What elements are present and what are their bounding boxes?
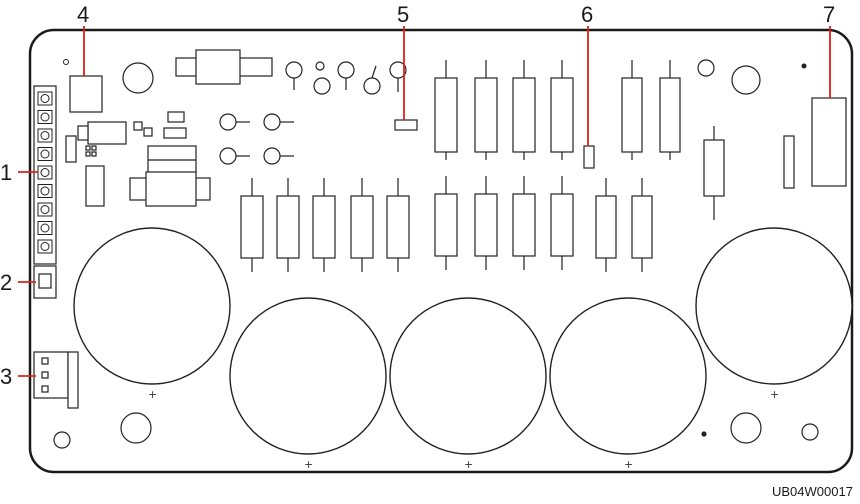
component-5 bbox=[394, 119, 418, 131]
polarity-mark-1: + bbox=[148, 388, 157, 401]
figure-code: UB04W00017 bbox=[772, 484, 853, 499]
component-7-aux bbox=[783, 135, 795, 189]
callout-1: 1 bbox=[0, 160, 12, 185]
capacitor-4 bbox=[549, 297, 707, 455]
connector-3 bbox=[33, 351, 79, 409]
upright-component bbox=[276, 178, 300, 272]
upright-component bbox=[434, 176, 458, 270]
callout-5: 5 bbox=[397, 2, 409, 27]
component-6 bbox=[583, 145, 595, 169]
component-4 bbox=[69, 75, 103, 113]
misc-parts-left bbox=[65, 49, 273, 207]
component-row-bottom bbox=[240, 176, 653, 272]
upright-component bbox=[312, 178, 336, 272]
terminal-screw bbox=[40, 149, 50, 159]
terminal-screw bbox=[40, 94, 50, 103]
upright-component bbox=[595, 178, 617, 272]
callout-4: 4 bbox=[77, 2, 89, 27]
terminal-screw bbox=[40, 205, 50, 214]
terminal-block bbox=[33, 85, 57, 265]
polarity-mark-3: + bbox=[464, 458, 473, 471]
terminal-screw bbox=[40, 186, 50, 196]
upright-component bbox=[386, 178, 410, 272]
bottom-holes bbox=[53, 412, 819, 449]
upright-component bbox=[631, 178, 653, 272]
capacitor-2 bbox=[229, 297, 387, 455]
terminal-screw bbox=[40, 112, 50, 122]
leader-lines bbox=[18, 26, 831, 377]
upright-component bbox=[474, 176, 498, 270]
polarity-mark-4: + bbox=[624, 458, 633, 471]
connector-2 bbox=[33, 265, 57, 299]
capacitor-3 bbox=[389, 297, 547, 455]
upright-component bbox=[659, 60, 681, 160]
mount-dot bbox=[63, 59, 69, 65]
upright-component bbox=[350, 178, 374, 272]
upright-component bbox=[512, 60, 536, 160]
upright-component bbox=[550, 60, 574, 160]
callout-7: 7 bbox=[823, 2, 835, 27]
round-pads bbox=[219, 61, 407, 165]
component-row-top bbox=[434, 60, 681, 160]
capacitor-1 bbox=[73, 227, 231, 385]
component-diode-right bbox=[703, 126, 725, 220]
upright-component bbox=[240, 178, 264, 272]
callout-2: 2 bbox=[0, 270, 12, 295]
polarity-mark-2: + bbox=[304, 458, 313, 471]
polarity-mark-5: + bbox=[770, 388, 779, 401]
upright-component bbox=[434, 60, 458, 160]
upright-component bbox=[621, 60, 643, 160]
terminal-screw bbox=[40, 131, 50, 140]
callout-3: 3 bbox=[0, 364, 12, 389]
callout-6: 6 bbox=[581, 2, 593, 27]
terminal-screw bbox=[40, 242, 50, 251]
capacitor-5 bbox=[695, 227, 853, 385]
capacitors bbox=[73, 227, 853, 455]
upright-component bbox=[512, 176, 536, 270]
terminal-screw bbox=[40, 168, 50, 177]
terminal-screw bbox=[40, 223, 50, 233]
component-7 bbox=[811, 97, 847, 187]
upright-component bbox=[474, 60, 498, 160]
upright-component bbox=[550, 176, 574, 270]
